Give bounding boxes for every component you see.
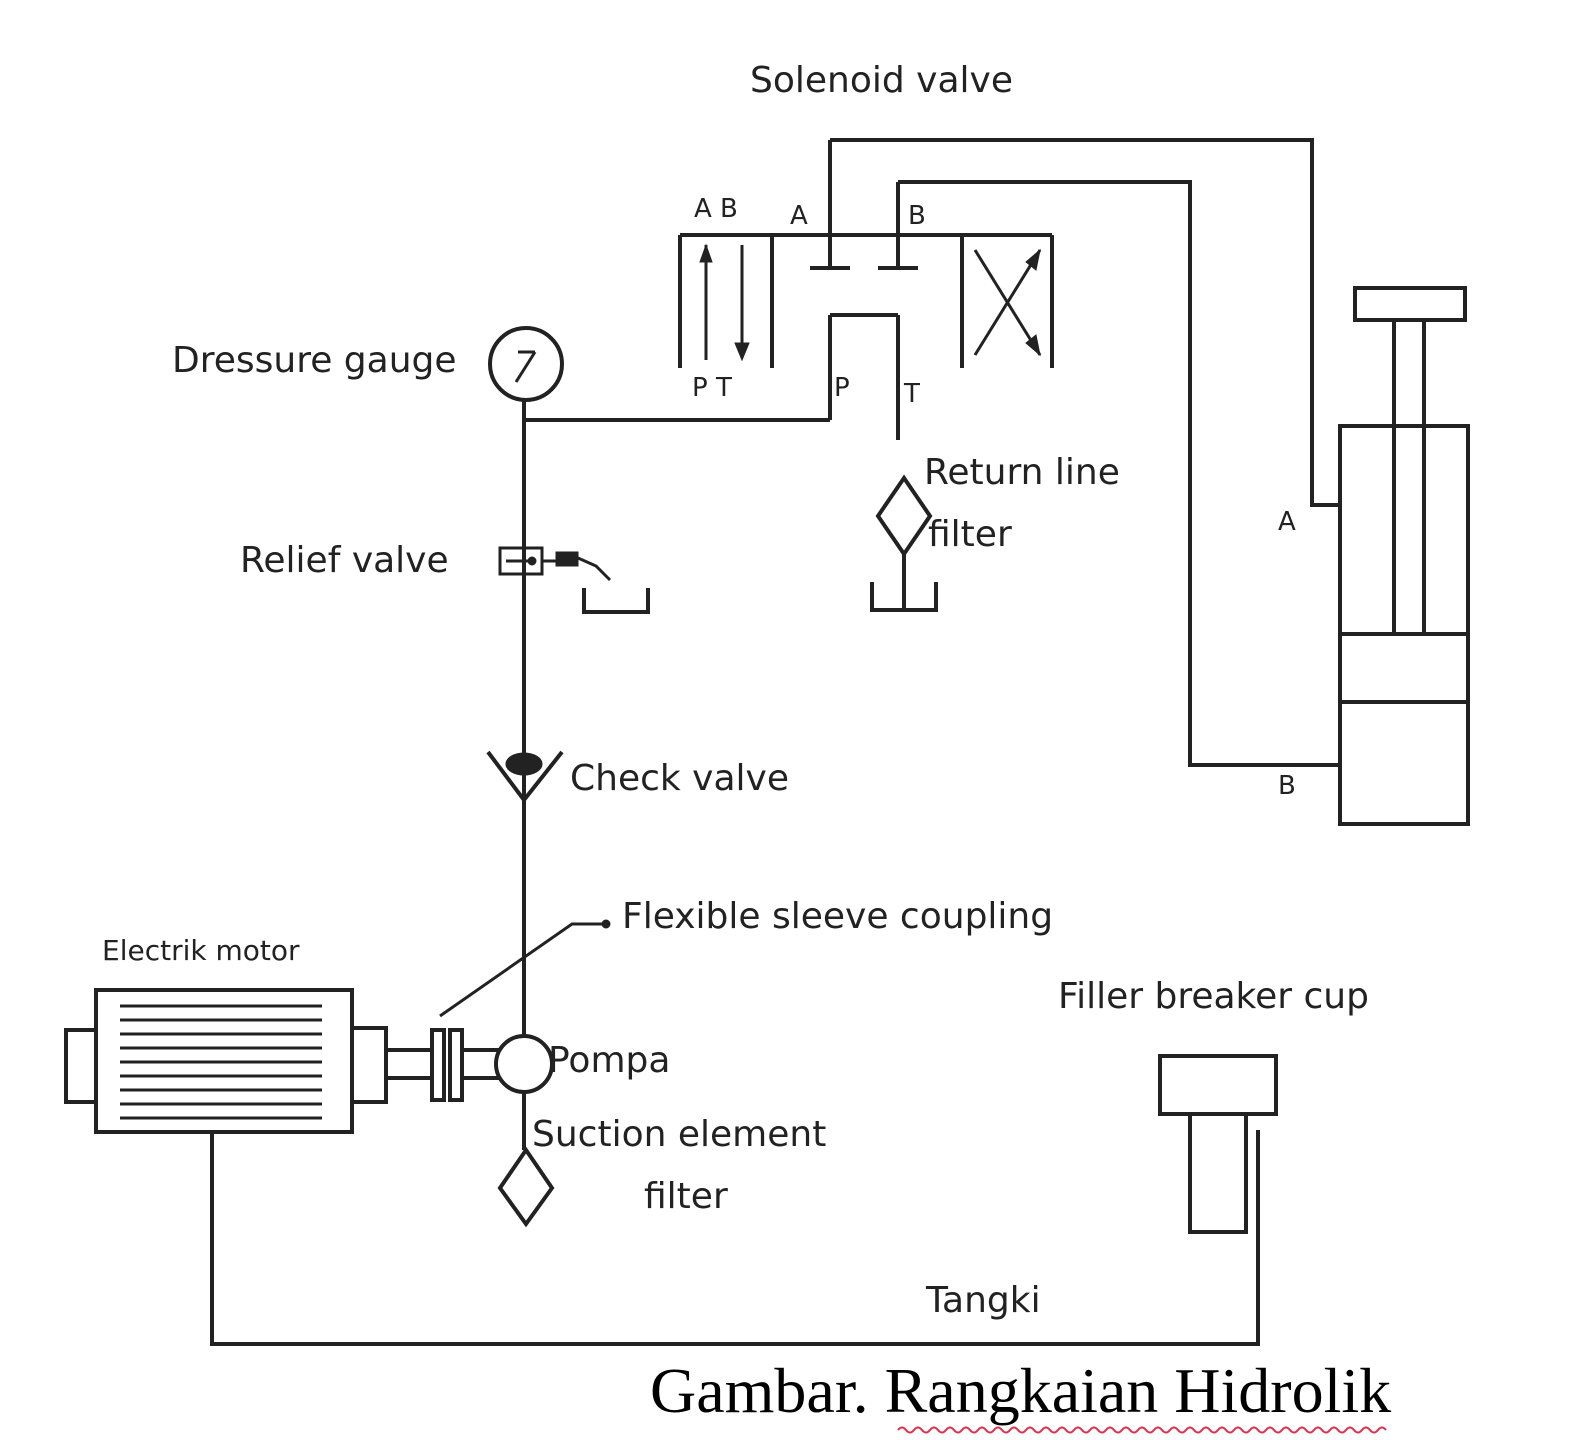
solenoid-valve-label: Solenoid valve bbox=[750, 60, 1013, 101]
cylinder-port-a: A bbox=[1278, 507, 1296, 537]
spellcheck-underline bbox=[897, 1426, 1387, 1434]
return-line-filter bbox=[870, 474, 938, 612]
relief-valve bbox=[498, 546, 650, 614]
suction-filter-label: Suction element bbox=[532, 1114, 826, 1155]
line-b bbox=[898, 180, 1340, 767]
valve-port-t: T bbox=[903, 379, 920, 409]
relief-valve-label: Relief valve bbox=[240, 540, 449, 581]
flexible-coupling-label: Flexible sleeve coupling bbox=[622, 896, 1053, 937]
valve-port-ab: A B bbox=[694, 194, 738, 224]
electric-motor-label: Electrik motor bbox=[102, 934, 300, 967]
cylinder-port-b: B bbox=[1278, 771, 1296, 801]
suction-filter-label-2: filter bbox=[644, 1176, 728, 1217]
check-valve bbox=[486, 750, 564, 804]
check-valve-label: Check valve bbox=[570, 758, 789, 799]
pump bbox=[494, 1034, 554, 1094]
electric-motor bbox=[64, 988, 388, 1134]
valve-port-p: P bbox=[834, 373, 850, 403]
return-line-filter-label: Return line bbox=[924, 452, 1120, 493]
shaft-coupling bbox=[386, 1028, 500, 1102]
coupling-leader bbox=[439, 922, 604, 1018]
caption: Gambar. Rangkaian Hidrolik bbox=[650, 1355, 1391, 1426]
return-line-filter-label-2: filter bbox=[928, 514, 1012, 555]
pump-label: Pompa bbox=[548, 1040, 670, 1081]
valve-port-b: B bbox=[908, 201, 926, 231]
filler-breaker-cup bbox=[1158, 1054, 1278, 1234]
tank bbox=[210, 1130, 1260, 1346]
line-a bbox=[830, 138, 1340, 507]
hydraulic-cylinder: A B bbox=[1278, 286, 1470, 826]
pressure-gauge-label: Dressure gauge bbox=[172, 340, 457, 381]
solenoid-valve: A B P T A B P T bbox=[678, 140, 1054, 440]
filler-breaker-cup-label: Filler breaker cup bbox=[1058, 976, 1369, 1017]
pressure-gauge bbox=[488, 326, 564, 402]
tank-label: Tangki bbox=[925, 1280, 1041, 1321]
valve-port-a: A bbox=[790, 201, 808, 231]
valve-port-pt: P T bbox=[692, 373, 732, 403]
suction-filter bbox=[497, 1092, 555, 1228]
